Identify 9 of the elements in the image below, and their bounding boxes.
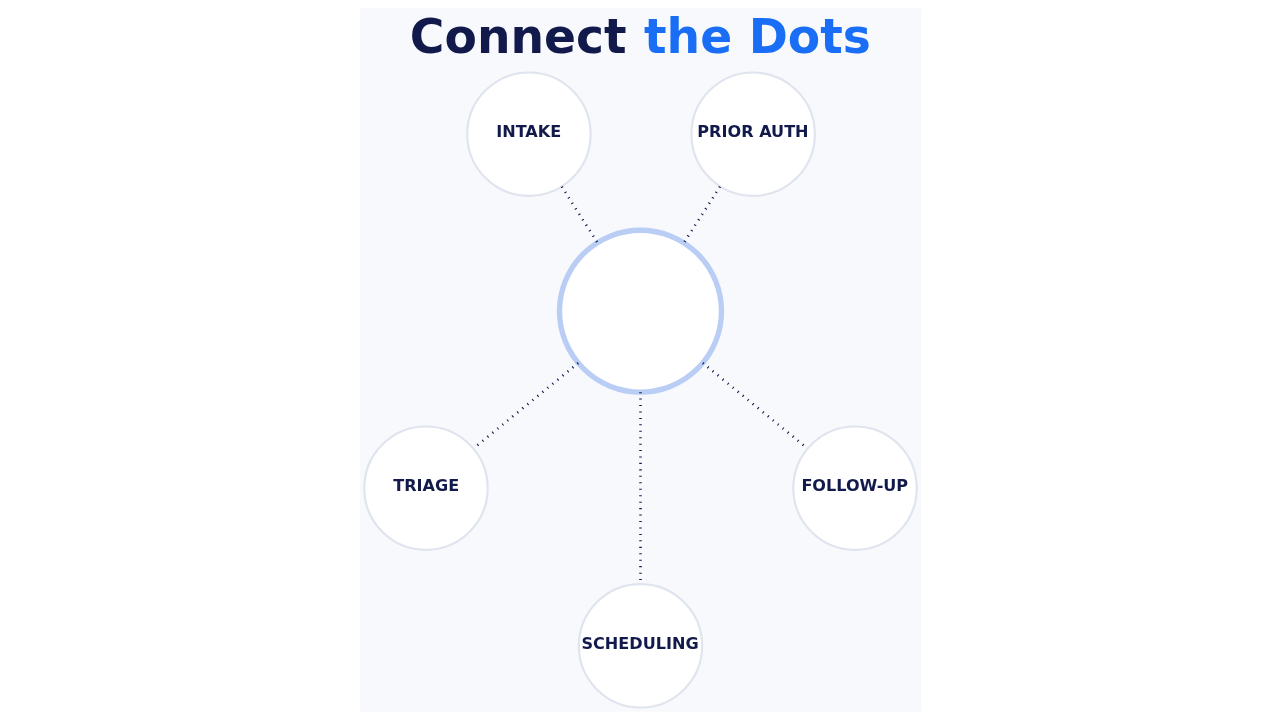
node-circle: FOLLOW-UP bbox=[791, 425, 918, 551]
node-circle: SCHEDULING bbox=[577, 583, 703, 709]
connector bbox=[560, 186, 598, 244]
node-circle: TRIAGE bbox=[362, 425, 489, 551]
connector bbox=[682, 186, 721, 244]
node-circle: PRIOR AUTH bbox=[689, 71, 816, 197]
node-circle: INTAKE bbox=[465, 71, 592, 197]
node-circle bbox=[556, 227, 724, 395]
diagram-title: Connect the Dots bbox=[409, 9, 871, 65]
